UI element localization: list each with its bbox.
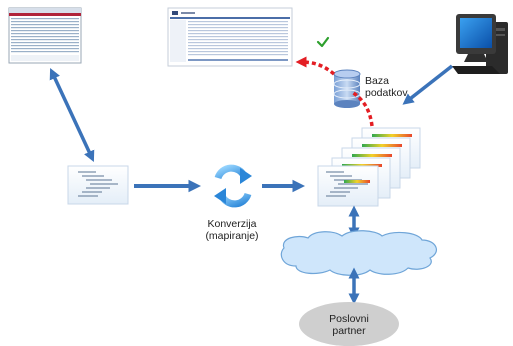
refresh-cycle-icon <box>214 164 252 208</box>
database-icon <box>333 69 361 108</box>
partner-label-line1: Poslovni <box>329 313 369 325</box>
web-app-thumbnail <box>167 7 293 67</box>
desktop-computer-icon <box>452 14 508 74</box>
database-label-line1: Baza <box>365 75 389 87</box>
partner-ellipse <box>299 302 399 346</box>
cloud-icon <box>280 230 438 276</box>
checkmark-icon <box>316 36 330 48</box>
database-label-line2: podatkov <box>365 87 408 99</box>
spreadsheet-thumbnail <box>8 7 82 64</box>
partner-label: Poslovni partner <box>309 313 389 337</box>
partner-label-line2: partner <box>332 325 366 337</box>
conversion-label-line1: Konverzija <box>207 218 257 230</box>
conversion-label-line2: (mapiranje) <box>205 230 259 242</box>
source-document <box>67 165 129 205</box>
document-stack <box>317 127 421 207</box>
conversion-label: Konverzija (mapiranje) <box>200 218 264 242</box>
database-label: Baza podatkov <box>365 75 408 99</box>
stack-document-1 <box>317 165 379 207</box>
